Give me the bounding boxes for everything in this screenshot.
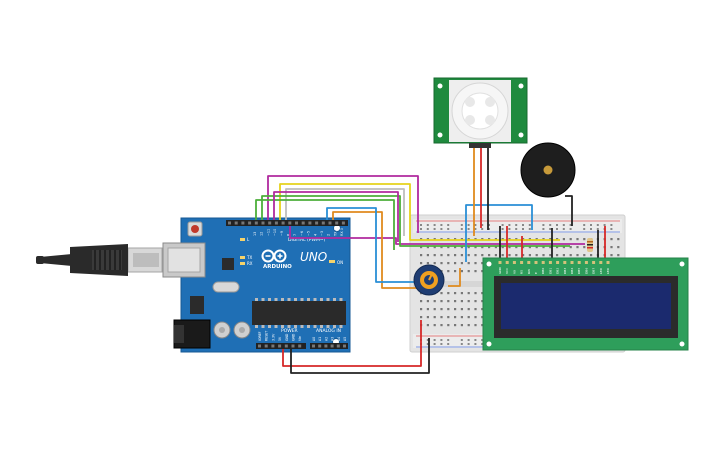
wire-blue <box>326 207 416 283</box>
digital-pin-label: ~5 <box>307 231 311 236</box>
wire-green-2 <box>255 199 395 250</box>
power-label: POWER <box>281 328 298 334</box>
digital-pin-label: 7 <box>293 234 297 236</box>
lcd-pin-label: VCC <box>505 268 509 274</box>
on-led-label: ON <box>337 260 343 265</box>
arduino-logo-icon <box>261 249 287 263</box>
microcontroller-chip <box>252 301 346 325</box>
wire-purple-3 <box>273 191 399 242</box>
digital-pin-label: ~6 <box>300 231 304 236</box>
power-pin-label: 5V <box>278 336 282 341</box>
digital-pin-label: ~11 <box>266 229 270 236</box>
brand-label: ARDUINO <box>263 264 292 270</box>
lcd-pin[interactable] <box>498 261 502 264</box>
lcd-pin-label: RW <box>527 269 531 274</box>
digital-pin-label: RX 0 <box>340 228 344 236</box>
power-pin-label: IOREF <box>258 331 262 341</box>
lcd-screen <box>501 283 671 329</box>
arduino-uno-board[interactable]: ARDUINO UNO ON L TX RX DIGITAL (PWM~) 13… <box>162 217 351 353</box>
lcd-pin[interactable] <box>512 261 516 264</box>
wire-purple <box>267 175 419 233</box>
digital-pin-label: TX 1 <box>333 228 337 237</box>
l-led-label: L <box>247 237 250 242</box>
digital-pin-label: 2 <box>327 234 331 236</box>
lcd-pin[interactable] <box>570 261 574 264</box>
rx-led-label: RX <box>247 261 253 266</box>
digital-header[interactable] <box>226 220 348 226</box>
lcd-pin-label: RS <box>520 270 524 274</box>
digital-pin-label: 12 <box>260 232 264 236</box>
digital-pin-label: 13 <box>253 232 257 236</box>
lcd-pin-label: LED <box>606 267 610 274</box>
wire-buzzer <box>565 195 573 226</box>
lcd-pin-label: DB0 <box>541 268 545 274</box>
wire-gnd-black <box>290 338 430 374</box>
lcd-pin-label: DB6 <box>584 268 588 274</box>
lcd-pin-label: V0 <box>512 270 516 274</box>
tx-led-label: TX <box>246 255 252 260</box>
digital-header-label: DIGITAL (PWM~) <box>288 237 326 243</box>
lcd-pin-label: LED <box>599 267 603 274</box>
digital-pin-label: ~9 <box>280 231 284 236</box>
wire-5v-red <box>282 320 422 367</box>
analog-pin-label: A3 <box>331 337 335 341</box>
model-label: UNO <box>300 250 327 264</box>
lcd-pin[interactable] <box>548 261 552 264</box>
wire-blue-2 <box>465 204 533 262</box>
analog-header[interactable] <box>310 343 348 349</box>
power-pin-label: Vin <box>298 336 302 341</box>
lcd-pin[interactable] <box>505 261 509 264</box>
digital-pin-label: 4 <box>313 234 317 236</box>
lcd-pin[interactable] <box>534 261 538 264</box>
usb-cable-icon[interactable] <box>36 244 163 276</box>
lcd-pin-label: E <box>534 272 538 274</box>
lcd-pin[interactable] <box>599 261 603 264</box>
digital-pin-label: ~3 <box>320 231 324 236</box>
power-pin-label: GND <box>292 333 296 341</box>
lcd-pin[interactable] <box>592 261 596 264</box>
lcd-pin[interactable] <box>577 261 581 264</box>
lcd-pin-label: DB2 <box>556 268 560 274</box>
power-pin-label: 3.3V <box>271 333 275 341</box>
analog-pin-label: A5 <box>343 337 347 341</box>
lcd-pin-label: GND <box>498 266 502 274</box>
power-pin-label: RESET <box>265 331 269 341</box>
analog-pin-label: A2 <box>324 337 328 341</box>
lcd-pin[interactable] <box>541 261 545 264</box>
lcd-pin-label: DB7 <box>592 268 596 274</box>
lcd-pin[interactable] <box>563 261 567 264</box>
wire-purple-2 <box>289 226 585 245</box>
analog-pin-label: A0 <box>312 337 316 341</box>
wire-green <box>261 195 570 247</box>
analog-label: ANALOG IN <box>316 328 341 334</box>
pir-sensor-icon[interactable] <box>433 77 528 148</box>
piezo-buzzer-icon[interactable] <box>520 142 576 198</box>
lcd-pin[interactable] <box>527 261 531 264</box>
resistor[interactable] <box>587 238 593 252</box>
lcd-pin[interactable] <box>520 261 524 264</box>
lcd-pin-label: DB4 <box>570 268 574 274</box>
lcd-pin[interactable] <box>584 261 588 264</box>
lcd-pin[interactable] <box>556 261 560 264</box>
analog-pin-label: A4 <box>337 337 341 341</box>
lcd-pin-label: DB1 <box>548 268 552 274</box>
lcd-pin-label: DB5 <box>577 268 581 274</box>
analog-pin-label: A1 <box>318 337 322 341</box>
wire-orange <box>332 211 426 289</box>
wires <box>255 148 606 374</box>
power-pin-label: GND <box>285 333 289 341</box>
lcd-pin[interactable] <box>606 261 610 264</box>
digital-pin-label: 8 <box>287 234 291 236</box>
digital-pin-label: ~10 <box>273 229 277 236</box>
wire-gray <box>285 188 405 236</box>
lcd-pin-label: DB3 <box>563 268 567 274</box>
potentiometer-icon[interactable] <box>413 264 445 296</box>
